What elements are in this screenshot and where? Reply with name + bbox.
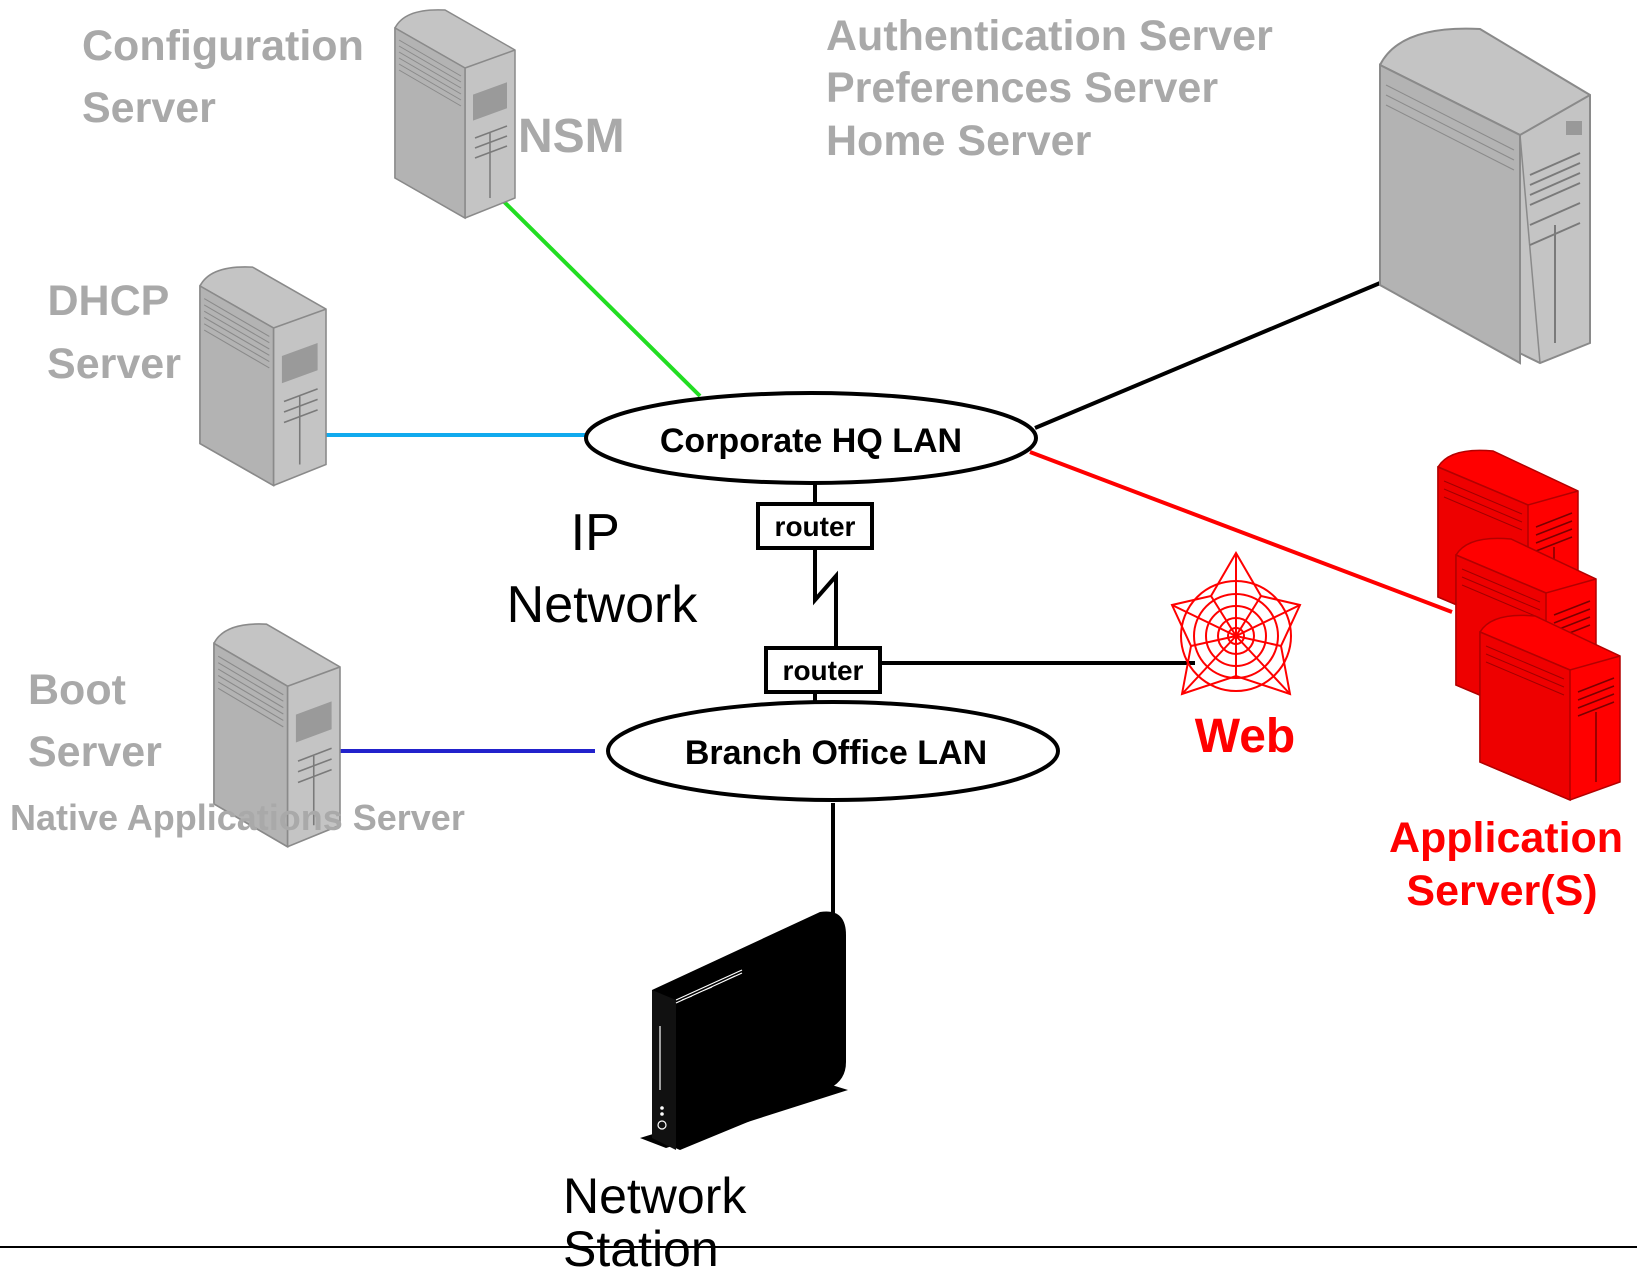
router-bottom-box (764, 646, 882, 694)
auth-servers-label: Authentication Server Preferences Server… (826, 12, 1285, 165)
router-top-label: router (775, 511, 856, 542)
corporate-lan-label: Corporate HQ LAN (660, 422, 962, 460)
branch-lan-label: Branch Office LAN (685, 734, 987, 772)
router-top-box (756, 502, 874, 550)
configuration-server-label: Configuration Server (82, 22, 376, 132)
branch-lan-ellipse (606, 700, 1060, 802)
network-station-icon (640, 911, 848, 1150)
router-bottom-label: router (783, 655, 864, 686)
web-icon (1170, 551, 1302, 696)
boot-server-label: Boot Server (28, 666, 162, 776)
ip-network-label: IP Network (507, 504, 699, 634)
application-servers-icon (1437, 449, 1621, 801)
app-server-link (1029, 450, 1453, 614)
web-label: Web (1195, 710, 1295, 763)
auth-link (1034, 276, 1393, 430)
network-station-label: Network Station (563, 1168, 760, 1270)
connections (290, 176, 1453, 917)
wan-link (813, 548, 838, 650)
dhcp-server-label: DHCP Server (47, 277, 181, 388)
auth-server-icon (1379, 27, 1591, 365)
application-servers-label: Application Server(S) (1389, 814, 1635, 915)
configuration-server-icon (394, 9, 516, 219)
dhcp-server-icon (199, 266, 327, 487)
nsm-label: NSM (518, 110, 625, 163)
corporate-lan-ellipse (584, 391, 1038, 485)
nsm-link (478, 176, 702, 398)
native-apps-server-label: Native Applications Server (10, 797, 465, 838)
